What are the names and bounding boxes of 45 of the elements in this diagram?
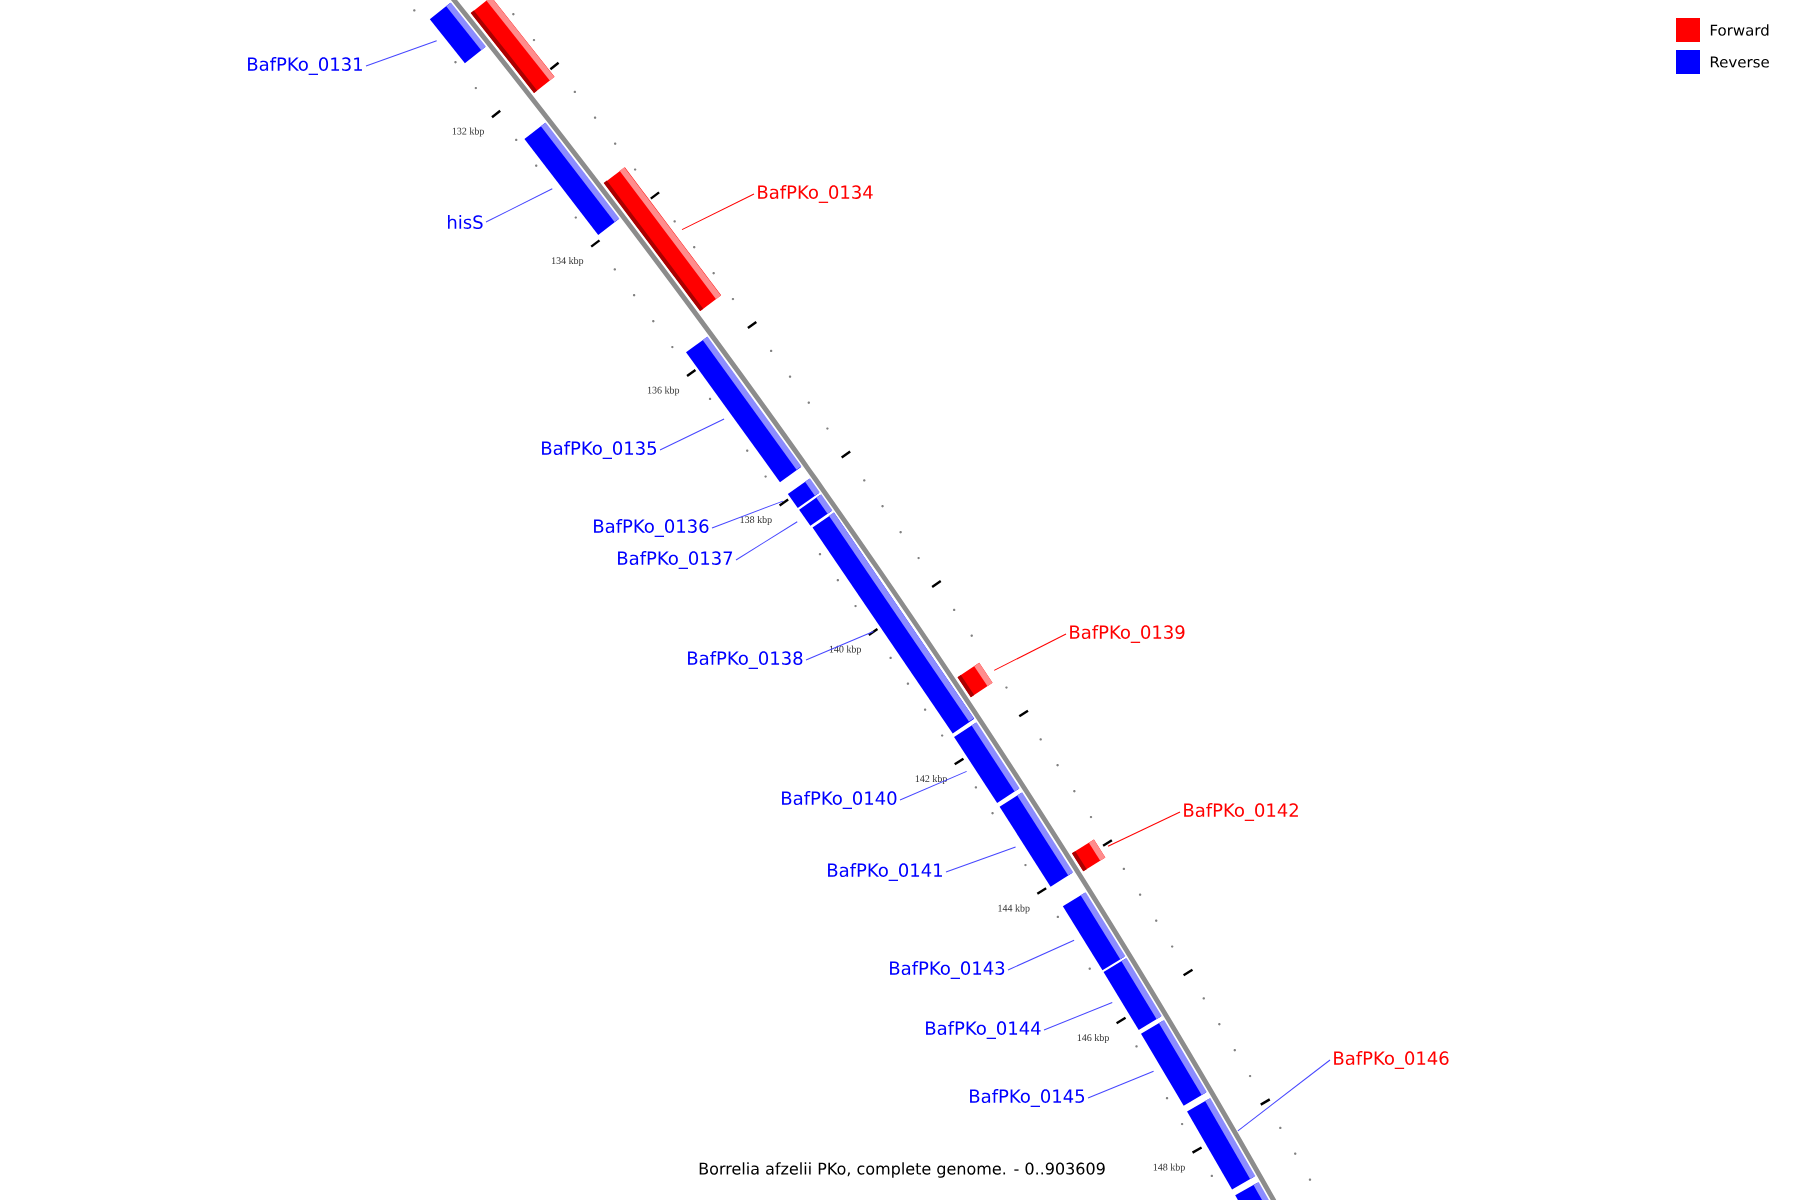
gene-label: BafPKo_0139 xyxy=(1070,625,1185,643)
gene-bar xyxy=(954,722,1020,803)
leader-line xyxy=(1087,1070,1155,1099)
gene-label: BafPKo_0141 xyxy=(828,863,942,881)
gene-label: BafPKo_0138 xyxy=(688,651,803,669)
leader-line xyxy=(485,188,553,223)
leader-line xyxy=(993,633,1067,671)
gene-label: BafPKo_0137 xyxy=(618,551,733,569)
leader-line xyxy=(1043,1001,1113,1031)
gene-bar xyxy=(1235,1182,1270,1200)
leader-line xyxy=(659,418,725,451)
gene-bar xyxy=(524,122,620,235)
gene-label: BafPKo_0140 xyxy=(782,791,897,809)
gene-label: BafPKo_0134 xyxy=(758,185,873,203)
leader-line xyxy=(945,846,1017,873)
gene-label: BafPKo_0131 xyxy=(248,57,362,75)
gene-bar xyxy=(999,792,1074,887)
caption: Borrelia afzelii PKo, complete genome. - 0..903609 xyxy=(699,1162,1105,1178)
gene-bar xyxy=(603,167,722,312)
gene-label: BafPKo_0145 xyxy=(970,1089,1085,1107)
gene-bar xyxy=(686,336,802,483)
gene-label: hisS xyxy=(448,215,483,229)
leader-line xyxy=(365,40,438,67)
gene-label: BafPKo_0146 xyxy=(1334,1051,1449,1069)
gene-bar xyxy=(957,662,993,698)
gene-label: BafPKo_0136 xyxy=(594,519,709,537)
gene-bar xyxy=(812,512,975,734)
gene-bar xyxy=(1071,839,1106,872)
gene-label: BafPKo_0135 xyxy=(542,441,657,459)
gene-bar xyxy=(470,0,555,93)
gene-bar xyxy=(1062,892,1126,971)
leader-line xyxy=(805,631,874,661)
gene-label: BafPKo_0142 xyxy=(1184,803,1298,821)
gene-label: BafPKo_0144 xyxy=(926,1021,1041,1039)
gene-label: BafPKo_0143 xyxy=(890,961,1005,979)
leader-line xyxy=(735,521,798,561)
leader-line xyxy=(1107,811,1181,847)
gene-bar xyxy=(1187,1098,1256,1190)
leader-line xyxy=(1007,939,1075,971)
leader-line xyxy=(1237,1059,1331,1132)
leader-line xyxy=(711,500,784,529)
gene-bar xyxy=(1103,958,1162,1031)
gene-bar xyxy=(1141,1020,1207,1106)
leader-line xyxy=(899,770,968,801)
leader-line xyxy=(681,193,755,231)
